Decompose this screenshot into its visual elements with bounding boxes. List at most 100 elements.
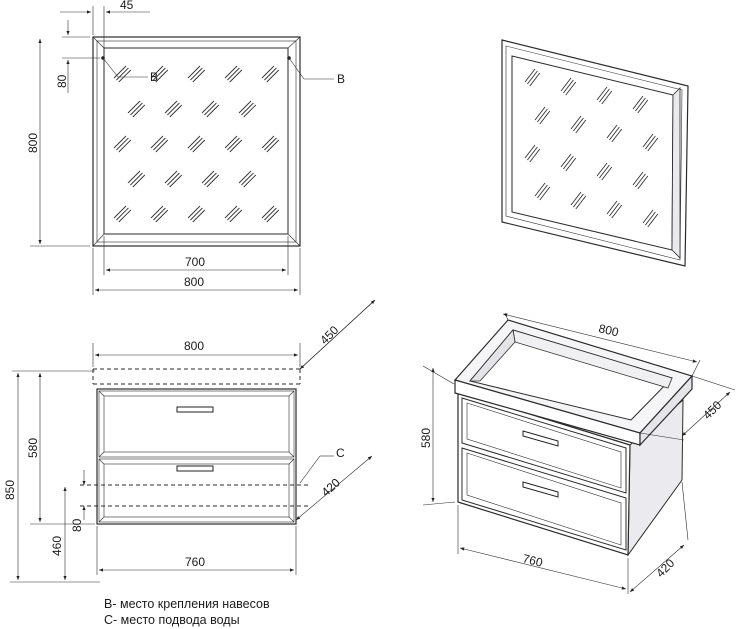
drawer-handle-top-icon	[176, 406, 214, 413]
cabinet-front-view: 800 450 420 C 850 580 460 80 760	[3, 299, 376, 583]
reflection-mark	[192, 69, 206, 83]
reflection-mark	[611, 128, 623, 143]
reflection-mark	[527, 146, 538, 161]
reflection-mark	[227, 137, 240, 151]
reflection-mark	[187, 65, 201, 79]
reflection-mark	[190, 67, 203, 81]
reflection-mark	[609, 126, 620, 141]
reflection-mark	[645, 135, 656, 150]
reflection-mark	[206, 104, 220, 118]
reflection-mark	[130, 172, 143, 186]
reflection-mark	[596, 86, 608, 101]
reflection-mark	[632, 171, 644, 186]
reflection-mark	[113, 135, 127, 149]
reflection-mark	[116, 67, 129, 81]
dim-iso-body-width: 760	[521, 551, 544, 570]
reflection-mark	[229, 139, 243, 153]
reflection-mark	[116, 207, 129, 221]
reflection-mark	[534, 106, 546, 121]
reflection-mark	[192, 209, 206, 223]
reflection-mark	[635, 97, 646, 112]
legend-water-supply: C- место подвода воды	[104, 613, 240, 627]
dim-water-height: 460	[50, 536, 64, 556]
dim-mount-offset-top: 80	[55, 74, 69, 88]
reflection-mark	[190, 137, 203, 151]
reflection-mark	[243, 104, 257, 118]
reflection-mark	[227, 207, 240, 221]
reflection-mark	[261, 205, 275, 219]
reflection-mark	[264, 207, 277, 221]
reflection-mark	[560, 153, 572, 168]
dim-iso-height: 580	[419, 428, 433, 448]
reflection-mark	[155, 139, 169, 153]
reflection-mark	[224, 65, 238, 79]
reflection-mark	[113, 205, 127, 219]
reflection-mark	[261, 135, 275, 149]
reflection-mark	[192, 139, 206, 153]
cabinet-isometric-view: 800 450 580 760 420	[419, 312, 736, 594]
reflection-mark	[187, 135, 201, 149]
reflection-mark	[537, 108, 548, 123]
reflection-mark	[113, 65, 127, 79]
glass-reflection-marks	[113, 65, 280, 223]
reflection-mark	[155, 69, 169, 83]
reflection-mark	[153, 137, 166, 151]
dim-water-offset: 80	[70, 518, 84, 532]
drawer-handle-bottom-icon	[176, 465, 214, 472]
dim-cabinet-body-width: 760	[185, 555, 205, 569]
reflection-mark	[637, 175, 649, 190]
reflection-mark	[266, 69, 280, 83]
reflection-mark	[599, 88, 610, 103]
reflection-mark	[116, 137, 129, 151]
reflection-mark	[575, 195, 587, 210]
reflection-mark	[238, 170, 252, 184]
mirror-front-view: B B 45 80 800 700 800	[26, 0, 345, 295]
reflection-mark	[601, 166, 613, 181]
reflection-mark	[167, 102, 180, 116]
reflection-mark	[204, 172, 217, 186]
reflection-mark	[647, 137, 659, 152]
reflection-mark	[132, 104, 146, 118]
reflection-mark	[642, 209, 654, 224]
reflection-mark	[601, 90, 613, 105]
reflection-mark	[155, 209, 169, 223]
reflection-mark	[224, 205, 238, 219]
reflection-mark	[241, 102, 254, 116]
reflection-mark	[524, 144, 536, 159]
reflection-mark	[563, 79, 574, 94]
reflection-mark	[264, 137, 277, 151]
reflection-mark	[524, 68, 536, 83]
reflection-mark	[635, 173, 646, 188]
iso-handle-top-icon	[522, 430, 559, 447]
dim-cabinet-top-width: 800	[184, 339, 204, 353]
reflection-mark	[609, 202, 620, 217]
dim-cabinet-height: 580	[26, 438, 40, 458]
reflection-mark	[127, 170, 141, 184]
mount-label-right: B	[337, 72, 345, 86]
mount-label-left: B	[150, 70, 158, 84]
dim-iso-body-depth: 420	[653, 556, 677, 580]
reflection-mark	[611, 204, 623, 219]
reflection-mark	[573, 193, 584, 208]
dim-cabinet-body-depth: 420	[319, 475, 343, 499]
reflection-mark	[201, 170, 215, 184]
reflection-mark	[565, 81, 577, 96]
reflection-mark	[118, 139, 132, 153]
reflection-mark	[575, 119, 587, 134]
dim-mount-offset-side: 45	[120, 0, 134, 12]
reflection-mark	[164, 100, 178, 114]
reflection-mark	[637, 99, 649, 114]
reflection-mark	[266, 139, 280, 153]
reflection-mark	[241, 172, 254, 186]
reflection-mark	[150, 205, 164, 219]
reflection-mark	[565, 157, 577, 172]
reflection-mark	[229, 209, 243, 223]
reflection-mark	[537, 184, 548, 199]
reflection-mark	[606, 124, 618, 139]
reflection-mark	[539, 110, 551, 125]
reflection-mark	[529, 72, 541, 87]
reflection-mark	[645, 211, 656, 226]
reflection-mark	[150, 135, 164, 149]
reflection-mark	[570, 191, 582, 206]
